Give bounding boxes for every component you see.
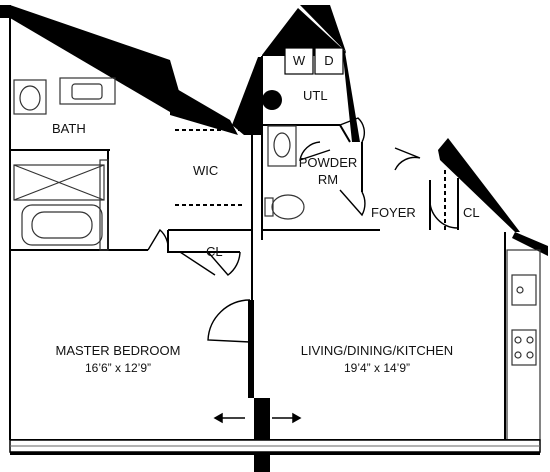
- label-master-bedroom: MASTER BEDROOM: [55, 343, 181, 358]
- label-master-bedroom-dimensions: 16’6” x 12’9”: [84, 361, 152, 375]
- label-living-dining-kitchen-dimensions: 19’4” x 14’9”: [343, 361, 411, 375]
- label-foyer-closet: CL: [463, 205, 480, 220]
- door-arrows: [213, 412, 302, 424]
- label-wic: WIC: [193, 163, 219, 178]
- label-foyer: FOYER: [371, 205, 416, 220]
- label-utl: UTL: [303, 88, 328, 103]
- label-washer: W: [292, 53, 306, 68]
- label-bedroom-closet: CL: [206, 244, 223, 259]
- window-wall: [9, 439, 541, 455]
- label-bath: BATH: [52, 121, 86, 136]
- utility-fixtures: [262, 47, 344, 220]
- exterior-walls: [0, 5, 548, 472]
- kitchen-counter: [506, 249, 541, 441]
- label-powder-room-line1: POWDER: [298, 155, 358, 170]
- closet-rods: [175, 129, 446, 230]
- wall-bedroom-living: [248, 300, 254, 398]
- label-living-dining-kitchen: LIVING/DINING/KITCHEN: [300, 343, 454, 358]
- bath-fixtures: [13, 77, 116, 251]
- door-swings: [147, 117, 459, 343]
- label-dryer: D: [324, 53, 334, 68]
- label-powder-room-line2: RM: [317, 172, 339, 187]
- water-heater-icon: [262, 90, 282, 110]
